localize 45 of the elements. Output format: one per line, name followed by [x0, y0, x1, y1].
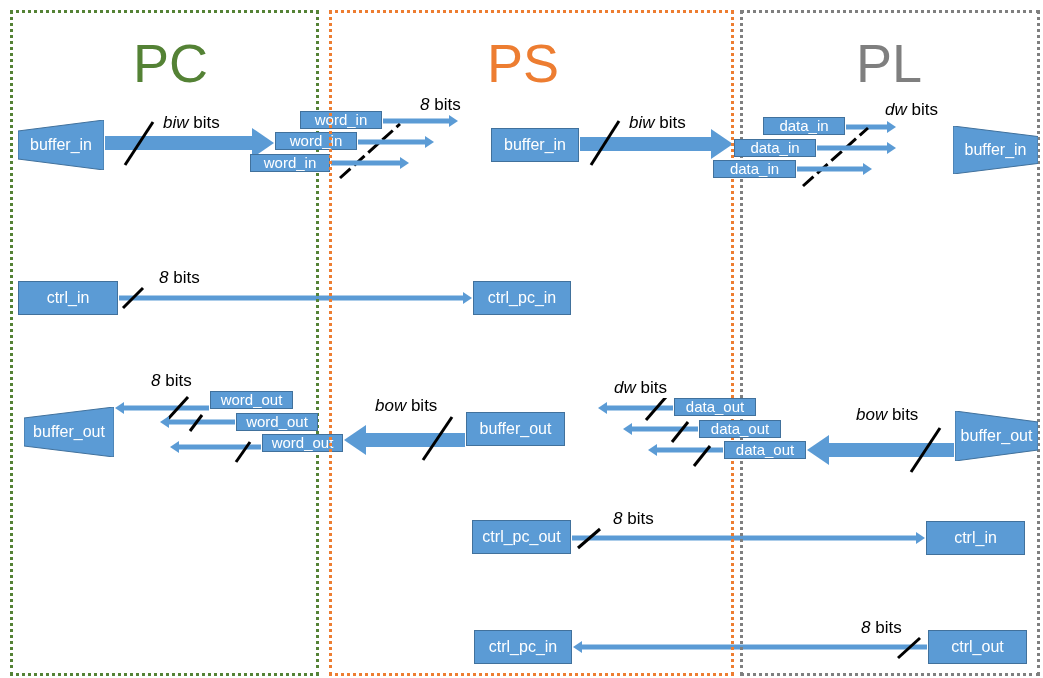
- signal-block: data_in: [763, 117, 845, 135]
- signal-block: ctrl_pc_in: [473, 281, 571, 315]
- signal-block: word_in: [300, 111, 382, 129]
- arrow: [580, 129, 733, 159]
- signal-block: word_out: [210, 391, 293, 409]
- signal-block: word_out: [236, 413, 318, 431]
- signal-block: word_out: [262, 434, 343, 452]
- signal-block: ctrl_pc_in: [474, 630, 572, 664]
- region-title: PS: [487, 33, 560, 93]
- signal-block: word_in: [275, 132, 357, 150]
- signal-block: ctrl_in: [926, 521, 1025, 555]
- arrow: [383, 115, 458, 127]
- arrow: [331, 157, 409, 169]
- region-title: PC: [133, 33, 208, 93]
- region-title: PL: [856, 33, 923, 93]
- signal-block: buffer_out: [466, 412, 565, 446]
- buffer-trapezoid: buffer_in: [18, 120, 104, 170]
- arrow: [817, 142, 896, 154]
- arrow: [648, 444, 723, 456]
- signal-block: ctrl_in: [18, 281, 118, 315]
- buffer-trapezoid: buffer_out: [955, 411, 1038, 461]
- buffer-trapezoid: buffer_in: [953, 126, 1038, 174]
- arrow: [623, 423, 698, 435]
- edge-label: dw bits: [613, 378, 668, 398]
- buffer-trapezoid: buffer_out: [24, 407, 114, 457]
- arrow: [807, 435, 954, 465]
- signal-block: data_out: [724, 441, 806, 459]
- signal-block: data_out: [674, 398, 756, 416]
- signal-block: data_out: [699, 420, 781, 438]
- signal-block: ctrl_out: [928, 630, 1027, 664]
- arrow: [115, 402, 209, 414]
- signal-block: word_in: [250, 154, 330, 172]
- arrow: [797, 163, 872, 175]
- arrow: [572, 532, 925, 544]
- arrow: [358, 136, 434, 148]
- signal-block: ctrl_pc_out: [472, 520, 571, 554]
- arrow: [344, 425, 465, 455]
- signal-block: data_in: [713, 160, 796, 178]
- signal-block: buffer_in: [491, 128, 579, 162]
- arrow: [119, 292, 472, 304]
- arrow: [573, 641, 927, 653]
- arrow: [160, 416, 235, 428]
- arrow: [170, 441, 261, 453]
- arrow: [598, 402, 673, 414]
- arrow: [846, 121, 896, 133]
